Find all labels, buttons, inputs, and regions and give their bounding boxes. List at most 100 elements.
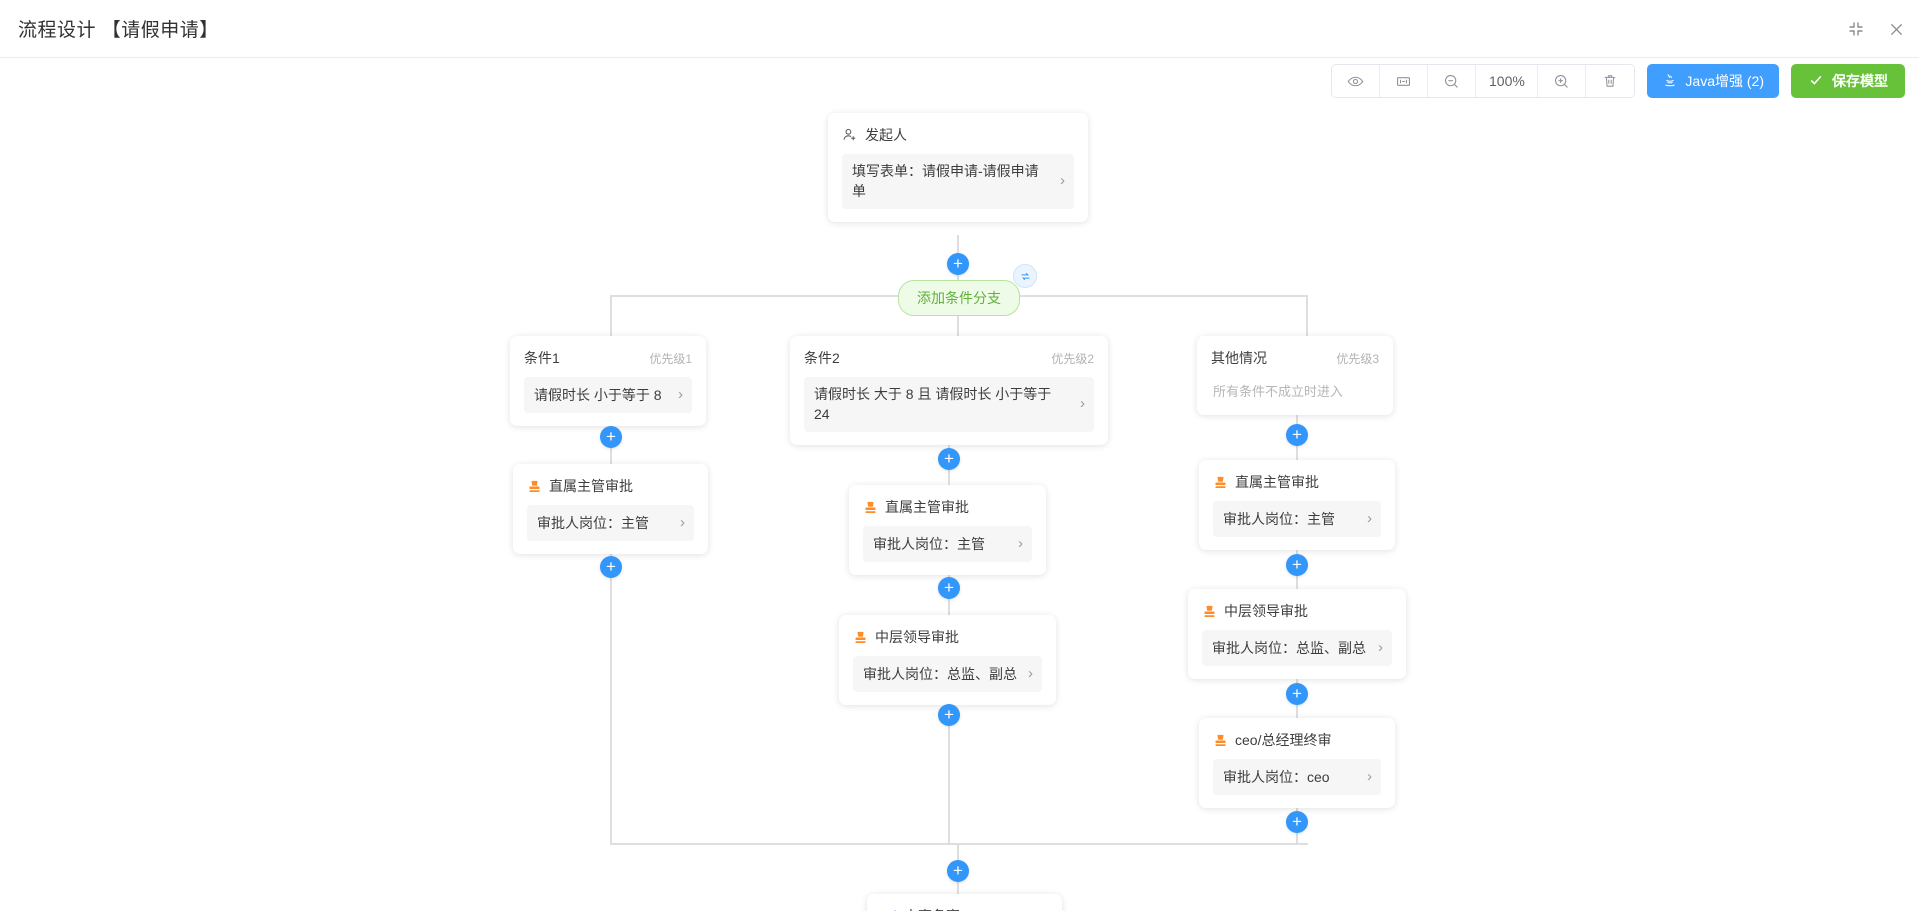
node-b3-approval-2-body-text: 审批人岗位：总监、副总 [1212,639,1366,656]
page-title: 流程设计 【请假申请】 [18,20,219,41]
node-start-body[interactable]: 填写表单：请假申请-请假申请单 › [842,154,1074,209]
add-node-b2-2[interactable]: + [938,577,960,599]
branch-drop-3 [1306,295,1308,341]
connector-b2-3 [948,695,950,844]
node-b3-approval-3-title: ceo/总经理终审 [1235,732,1332,748]
node-condition-2-priority: 优先级2 [1051,352,1094,366]
add-node-b1-2[interactable]: + [600,556,622,578]
add-condition-branch-button[interactable]: 添加条件分支 [898,280,1020,316]
node-b3-approval-1-body[interactable]: 审批人岗位：主管 › [1213,501,1381,537]
node-condition-3-empty: 所有条件不成立时进入 [1213,384,1344,399]
node-b2-approval-2[interactable]: 中层领导审批 审批人岗位：总监、副总 › [839,615,1056,705]
node-b3-approval-3-head: ceo/总经理终审 [1213,730,1381,750]
stamp-icon [1213,475,1228,490]
node-b2-approval-2-body[interactable]: 审批人岗位：总监、副总 › [853,656,1042,692]
node-b3-approval-2-body[interactable]: 审批人岗位：总监、副总 › [1202,630,1392,666]
node-condition-3-priority: 优先级3 [1336,352,1379,366]
branch-drop-2 [957,315,959,341]
node-condition-3-title: 其他情况 [1211,350,1267,366]
zoom-level-label: 100% [1476,65,1539,97]
add-node-b2-1[interactable]: + [938,448,960,470]
stamp-icon [863,500,878,515]
node-condition-3[interactable]: 其他情况 优先级3 所有条件不成立时进入 [1197,336,1393,415]
node-b2-approval-1-head: 直属主管审批 [863,497,1032,517]
save-model-button[interactable]: 保存模型 [1791,64,1905,98]
add-node-end[interactable]: + [947,860,969,882]
node-condition-2-body[interactable]: 请假时长 大于 8 且 请假时长 小于等于 24 › [804,377,1094,432]
node-b1-approval-1[interactable]: 直属主管审批 审批人岗位：主管 › [513,464,708,554]
node-b2-approval-1-body-text: 审批人岗位：主管 [873,535,985,552]
node-condition-2-title: 条件2 [804,350,840,366]
node-condition-1[interactable]: 条件1 优先级1 请假时长 小于等于 8 › [510,336,706,426]
eye-icon[interactable] [1332,65,1381,97]
save-model-label: 保存模型 [1832,73,1888,89]
add-node-start[interactable]: + [947,253,969,275]
java-icon [1662,72,1678,91]
node-b3-approval-1-head: 直属主管审批 [1213,472,1381,492]
window-titlebar: 流程设计 【请假申请】 [0,0,1919,58]
java-enhance-button[interactable]: Java增强 (2) [1647,64,1779,98]
node-b3-approval-3-body-text: 审批人岗位：ceo [1223,768,1330,785]
chevron-right-icon: › [1378,639,1383,656]
trash-icon[interactable] [1586,65,1635,97]
node-b3-approval-3-body[interactable]: 审批人岗位：ceo › [1213,759,1381,795]
add-node-b1-1[interactable]: + [600,426,622,448]
node-b3-approval-1[interactable]: 直属主管审批 审批人岗位：主管 › [1199,460,1395,550]
chevron-right-icon: › [1080,395,1085,413]
node-end-title: 人事备案 [904,906,960,911]
add-node-b3-2[interactable]: + [1286,554,1308,576]
node-b1-approval-1-body[interactable]: 审批人岗位：主管 › [527,505,694,541]
node-condition-1-head: 条件1 优先级1 [524,348,692,368]
check-icon [1808,72,1824,91]
node-b2-approval-2-head: 中层领导审批 [853,627,1042,647]
fit-screen-icon[interactable] [1380,65,1429,97]
node-b2-approval-1-body[interactable]: 审批人岗位：主管 › [863,526,1032,562]
zoom-toolgroup: 100% [1331,64,1636,98]
node-b2-approval-1[interactable]: 直属主管审批 审批人岗位：主管 › [849,485,1046,575]
stamp-icon [853,630,868,645]
node-b1-approval-1-title: 直属主管审批 [549,478,633,494]
node-start[interactable]: 发起人 填写表单：请假申请-请假申请单 › [828,113,1088,222]
flow-canvas[interactable]: 发起人 填写表单：请假申请-请假申请单 › + 添加条件分支 [0,59,1919,911]
node-b2-approval-2-title: 中层领导审批 [875,629,959,645]
node-b2-approval-1-title: 直属主管审批 [885,499,969,515]
node-condition-2-body-text: 请假时长 大于 8 且 请假时长 小于等于 24 [814,386,1052,423]
branch-drop-1 [610,295,612,341]
add-node-b2-3[interactable]: + [938,704,960,726]
node-end[interactable]: 人事备案 审批人岗位：人事 › [867,894,1062,911]
node-condition-1-body-text: 请假时长 小于等于 8 [534,386,662,403]
node-b3-approval-1-body-text: 审批人岗位：主管 [1223,510,1335,527]
user-add-icon [842,127,858,143]
chevron-right-icon: › [1060,172,1065,190]
node-condition-1-title: 条件1 [524,350,560,366]
stamp-icon [1213,733,1228,748]
branch-merge-bottom [610,843,1308,845]
window-controls [1847,0,1905,58]
chevron-right-icon: › [1028,665,1033,682]
node-b3-approval-3[interactable]: ceo/总经理终审 审批人岗位：ceo › [1199,718,1395,808]
node-condition-2[interactable]: 条件2 优先级2 请假时长 大于 8 且 请假时长 小于等于 24 › [790,336,1108,445]
node-end-head: 人事备案 [881,906,1048,911]
chevron-right-icon: › [1018,535,1023,552]
add-node-b3-4[interactable]: + [1286,811,1308,833]
close-icon[interactable] [1887,20,1905,38]
node-start-head: 发起人 [842,125,1074,145]
node-condition-1-body[interactable]: 请假时长 小于等于 8 › [524,377,692,413]
chevron-right-icon: › [678,386,683,403]
stamp-icon [1202,604,1217,619]
node-condition-1-priority: 优先级1 [649,352,692,366]
chevron-right-icon: › [680,514,685,531]
add-node-b3-3[interactable]: + [1286,683,1308,705]
add-node-b3-1[interactable]: + [1286,424,1308,446]
compress-icon[interactable] [1847,20,1865,38]
zoom-in-icon[interactable] [1538,65,1587,97]
node-condition-2-head: 条件2 优先级2 [804,348,1094,368]
node-b3-approval-2[interactable]: 中层领导审批 审批人岗位：总监、副总 › [1188,589,1406,679]
node-b1-approval-1-body-text: 审批人岗位：主管 [537,514,649,531]
zoom-out-icon[interactable] [1428,65,1477,97]
node-b3-approval-1-title: 直属主管审批 [1235,474,1319,490]
swap-branch-icon[interactable] [1013,264,1037,288]
node-b2-approval-2-body-text: 审批人岗位：总监、副总 [863,665,1017,682]
node-start-body-text: 填写表单：请假申请-请假申请单 [852,163,1039,200]
node-b1-approval-1-head: 直属主管审批 [527,476,694,496]
